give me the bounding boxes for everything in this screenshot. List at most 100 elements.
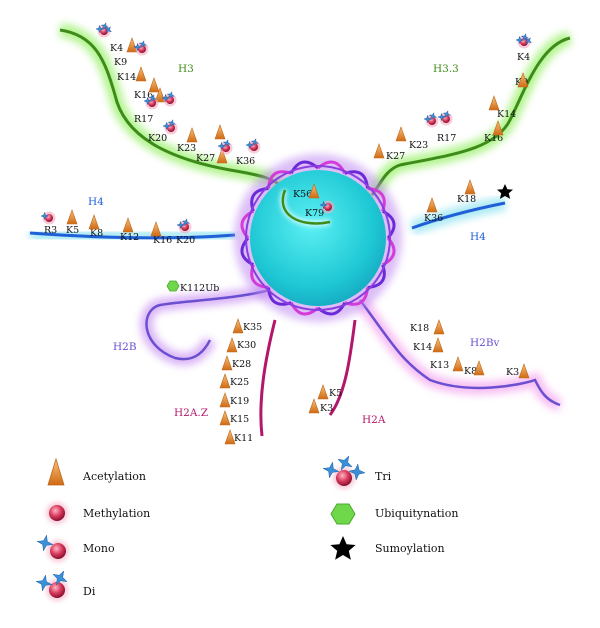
sumoylation-marker [497, 184, 513, 199]
methyl-star-icon [138, 40, 147, 49]
legend-label-mono: Mono [83, 542, 115, 555]
residue-label: K56 [293, 189, 312, 200]
legend-item-tri: Tri [322, 455, 392, 489]
tail-label-h2az: H2A.Z [174, 407, 208, 419]
residue-label: K79 [305, 208, 324, 219]
residue-label: K9 [114, 57, 127, 68]
residue-label: K14 [117, 72, 136, 83]
residue-label: K36 [236, 156, 255, 167]
methyl-star-icon [322, 461, 340, 479]
residue-label: K30 [237, 340, 256, 351]
h2bv-tail [358, 299, 561, 407]
residue-label: K8 [90, 228, 103, 239]
methylation-markers [40, 22, 533, 234]
legend-item-mono: Mono [36, 534, 115, 562]
h2az-tail [259, 319, 277, 437]
methyl-star-icon [52, 570, 68, 586]
residue-label: K13 [430, 360, 449, 371]
methyl-star-icon [40, 211, 49, 221]
legend-item-ubiquitynation: Ubiquitynation [330, 503, 458, 525]
tail-label-h2bv: H2Bv [470, 337, 500, 349]
residue-label: K3 [320, 403, 333, 414]
methyl-star-icon [166, 91, 175, 100]
residue-label: K4 [110, 43, 123, 54]
residue-label: K18 [457, 194, 476, 205]
residue-labels: K4 K9 K14 K16 R17 K20 K23 K27 K36 K4 K9 … [44, 43, 530, 444]
residue-label: K5 [329, 388, 342, 399]
methyl-star-icon [104, 26, 113, 34]
tail-names: H3 H3.3 H4 H4 H2B H2Bv H2A.Z H2A [88, 63, 500, 426]
legend-label-methylation: Methylation [83, 507, 150, 520]
methyl-star-icon [222, 139, 231, 148]
legend-label-ubiquitynation: Ubiquitynation [375, 507, 458, 520]
residue-label: K27 [386, 151, 405, 162]
methyl-star-icon [162, 121, 171, 131]
methyl-star-icon [36, 534, 54, 552]
residue-label: K18 [410, 323, 429, 334]
residue-label: R3 [44, 225, 57, 236]
h3-tail [59, 28, 287, 192]
h2a-tail [328, 319, 357, 416]
methyl-star-icon [428, 112, 437, 121]
methyl-star-icon [167, 119, 176, 128]
residue-label: K19 [230, 396, 249, 407]
methyl-star-icon [337, 455, 353, 471]
methyl-star-icon [35, 574, 53, 592]
methyl-star-icon [524, 37, 533, 45]
methyl-star-icon [143, 96, 152, 106]
tail-label-h33: H3.3 [433, 63, 459, 75]
methyl-star-icon [348, 463, 366, 481]
other-modifications [166, 184, 513, 292]
residue-label: K16 [134, 90, 153, 101]
residue-label: K23 [409, 140, 428, 151]
ubiquitin-icon [330, 503, 356, 525]
legend-item-acetylation: Acetylation [47, 457, 146, 486]
residue-label: K23 [177, 143, 196, 154]
methyl-star-icon [133, 42, 142, 52]
residue-label: K35 [243, 322, 262, 333]
tails [29, 28, 571, 437]
methyl-star-icon [250, 138, 259, 147]
methyl-star-icon [95, 24, 104, 34]
tri-methyl-icon [322, 455, 366, 481]
residue-label: K14 [413, 342, 432, 353]
methyl-star-icon [319, 200, 328, 210]
methyl-star-icon [437, 112, 446, 122]
methyl-star-icon [100, 22, 109, 31]
residue-label: K14 [497, 109, 516, 120]
tail-label-h4-right: H4 [470, 231, 486, 243]
legend-label-sumoylation: Sumoylation [375, 542, 445, 555]
legend-item-sumoylation: Sumoylation [330, 536, 445, 560]
residue-label: K16 [484, 133, 503, 144]
residue-label: K20 [176, 235, 195, 246]
ubiquitin-marker [166, 280, 180, 292]
legend-item-methylation: Methylation [46, 502, 150, 524]
residue-label: K8 [464, 366, 477, 377]
dna-wrap [240, 160, 396, 316]
h33-tail [370, 36, 571, 196]
legend-item-di: Di [35, 570, 96, 601]
residue-label: K112Ub [180, 283, 219, 294]
residue-label: K11 [234, 433, 253, 444]
residue-label: K20 [148, 133, 167, 144]
residue-label: R17 [437, 133, 456, 144]
residue-label: K28 [232, 359, 251, 370]
residue-label: K12 [120, 232, 139, 243]
acetylation-icon [47, 457, 65, 486]
residue-label: K3 [506, 367, 519, 378]
methyl-star-icon [442, 110, 451, 119]
tail-label-h2a: H2A [362, 414, 386, 426]
legend-label-di: Di [83, 585, 96, 598]
methyl-star-icon [245, 140, 254, 150]
tail-label-h4-left: H4 [88, 196, 104, 208]
methyl-star-icon [515, 35, 524, 45]
tail-label-h3: H3 [178, 63, 194, 75]
legend-label-acetylation: Acetylation [82, 470, 146, 483]
methyl-star-icon [181, 218, 190, 227]
h2b-tail [145, 288, 271, 361]
residue-label: K36 [424, 213, 443, 224]
residue-label: K25 [230, 377, 249, 388]
mono-methyl-icon [36, 534, 54, 552]
